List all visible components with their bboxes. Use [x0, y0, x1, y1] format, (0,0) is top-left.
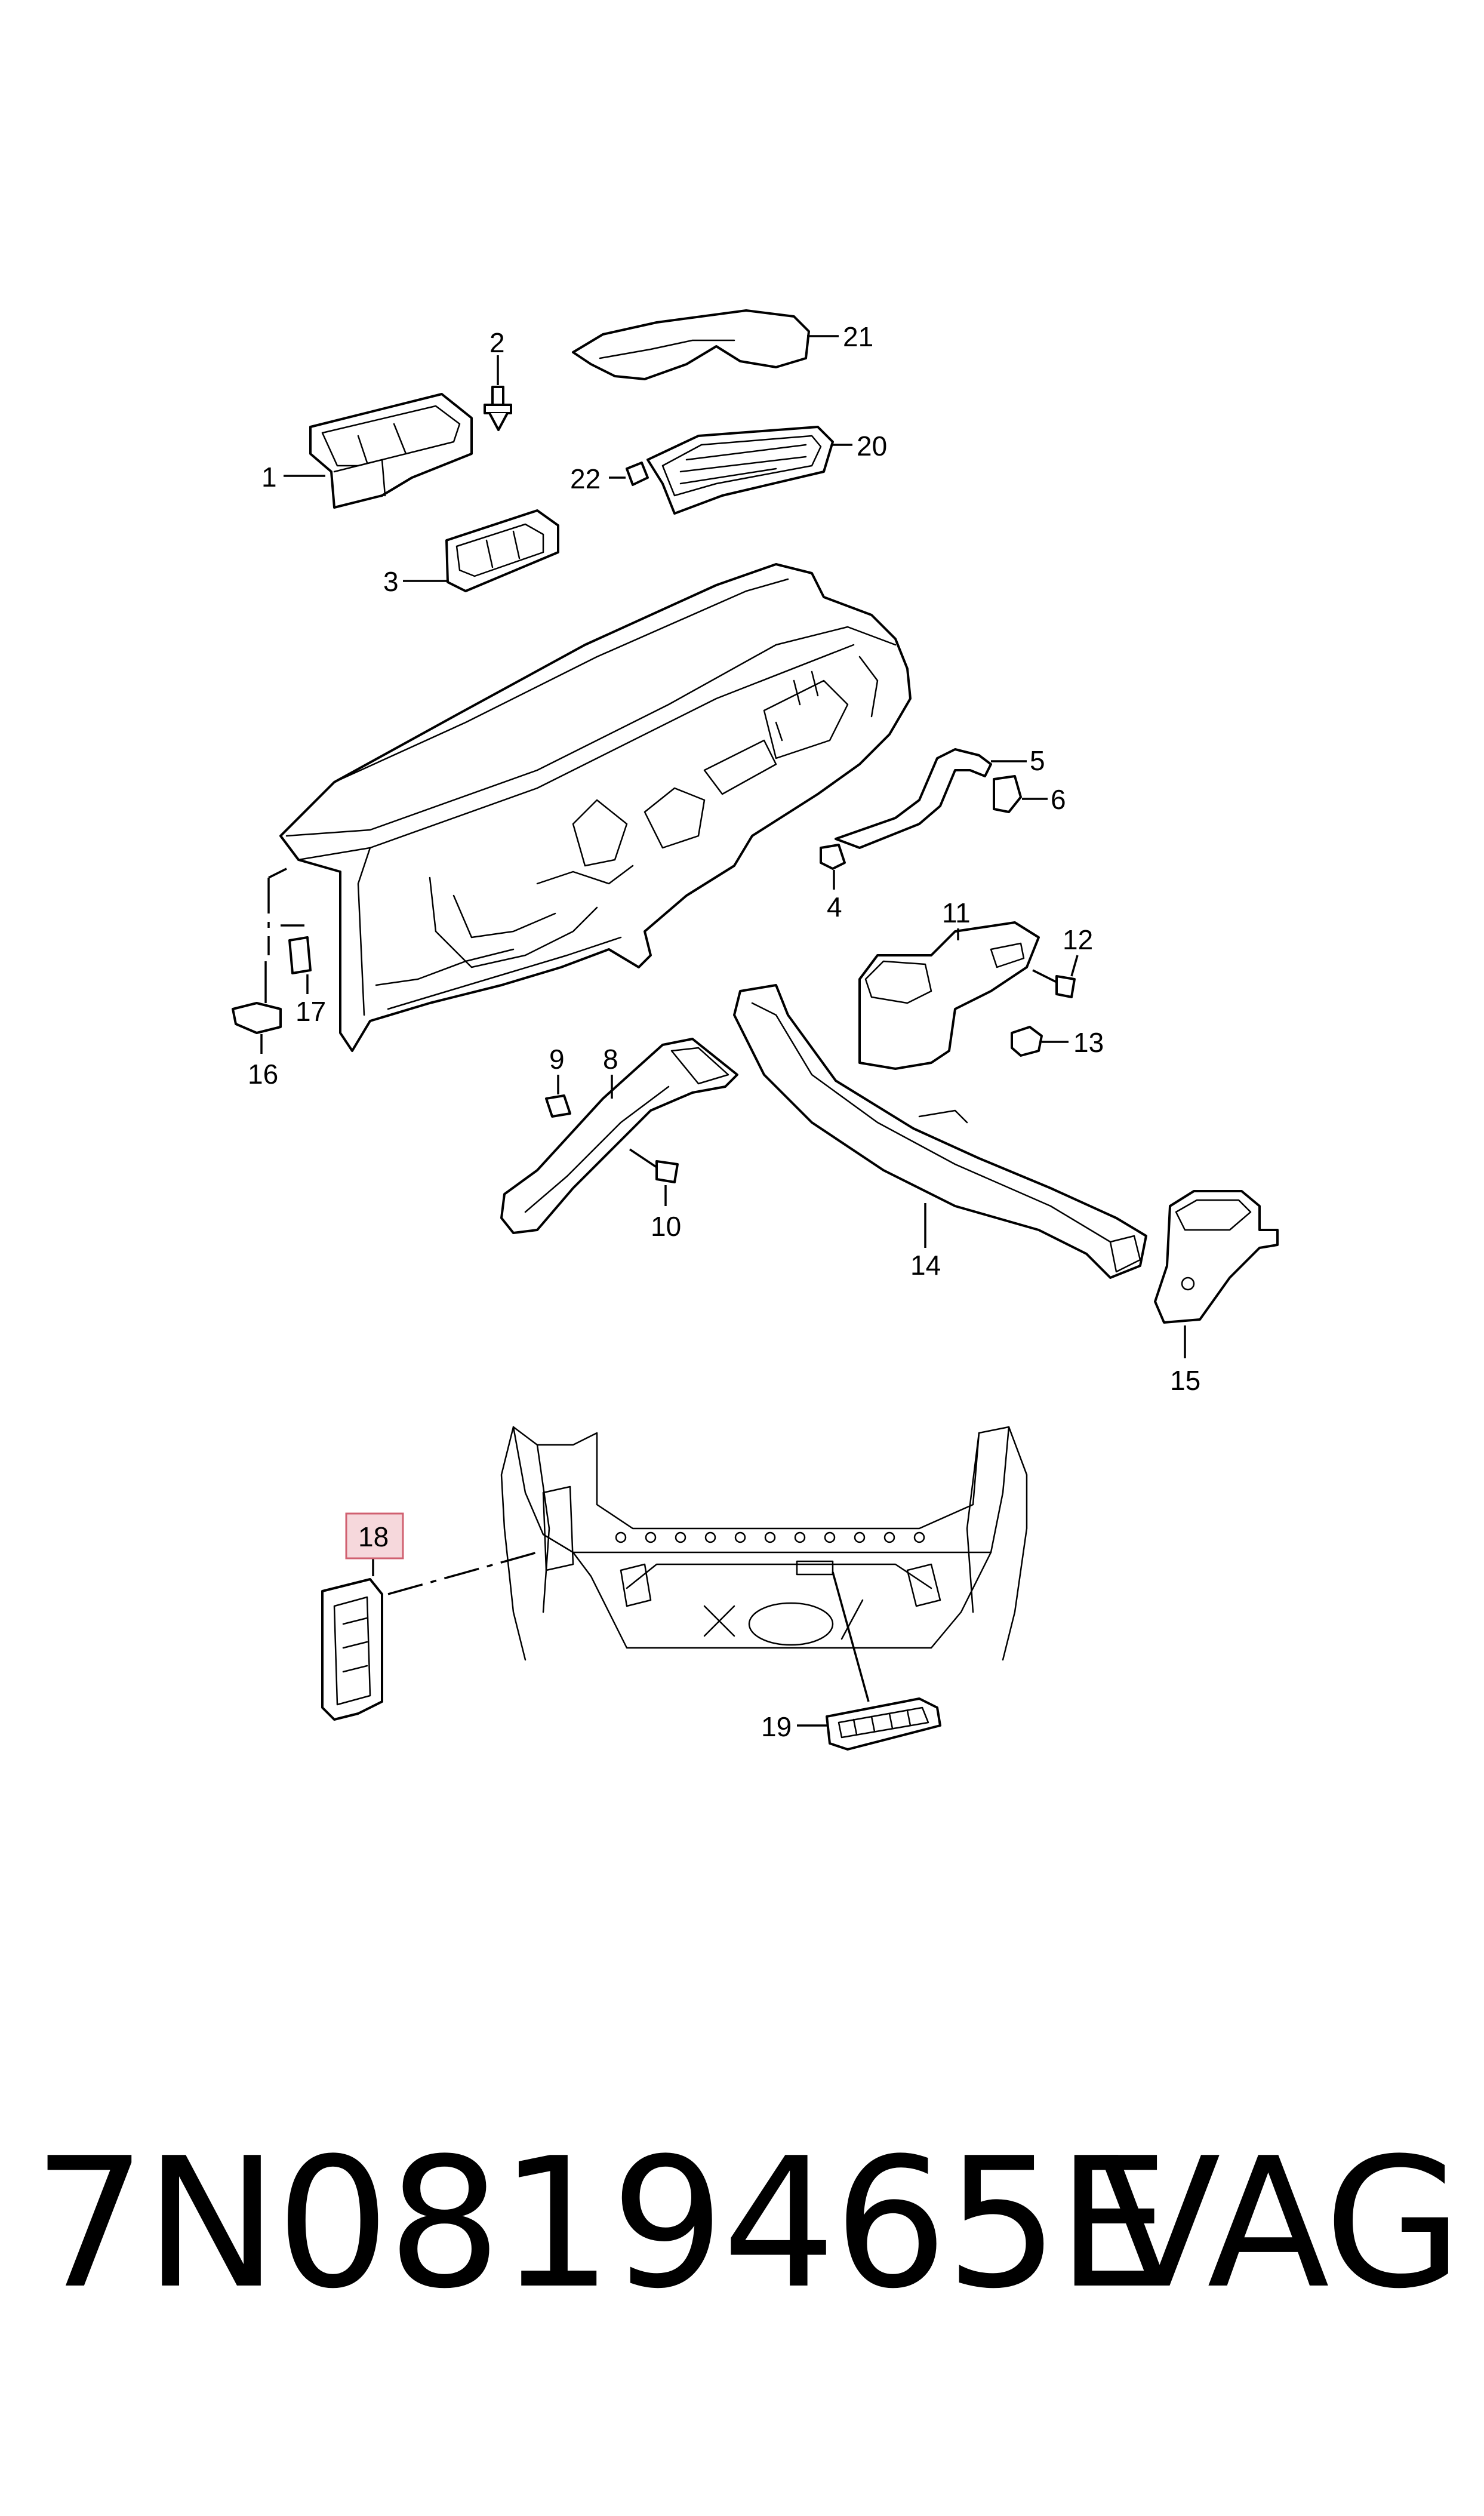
- callout-18: 18: [358, 1521, 389, 1552]
- dashboard-panel: [279, 563, 912, 1052]
- part-2-clip: [484, 386, 512, 431]
- part-4-plug: [820, 844, 846, 870]
- callout-1: 1: [261, 462, 277, 493]
- callout-14: 14: [910, 1250, 941, 1281]
- callout-3: 3: [383, 566, 399, 597]
- callout-15: 15: [1170, 1365, 1200, 1396]
- callout-8: 8: [603, 1044, 618, 1075]
- part-3-bezel: [445, 509, 559, 592]
- brand-label: VAG: [1098, 2120, 1463, 2328]
- part-12-screw: [1032, 969, 1076, 998]
- part-14-long-duct: [733, 984, 1147, 1279]
- part-9-clip: [545, 1094, 571, 1118]
- part-18-side-vent: [321, 1578, 383, 1721]
- part-number: 7N0819465E: [33, 2120, 1170, 2328]
- callout-11: 11: [942, 897, 971, 928]
- part-20-grille: [646, 426, 834, 515]
- callout-18-highlight: [345, 1512, 404, 1560]
- callout-2: 2: [489, 327, 505, 358]
- callout-16: 16: [248, 1059, 278, 1090]
- callout-13: 13: [1073, 1027, 1104, 1058]
- callout-10: 10: [651, 1211, 681, 1242]
- firewall-panel: [500, 1426, 1028, 1661]
- callout-9: 9: [549, 1044, 565, 1075]
- part-11-duct: [858, 921, 1040, 1070]
- callout-19: 19: [761, 1711, 792, 1742]
- part-10-screw: [629, 1148, 679, 1183]
- callout-20: 20: [857, 430, 887, 462]
- callout-5: 5: [1030, 745, 1045, 776]
- callout-17: 17: [295, 996, 326, 1027]
- part-22-clip-nut: [626, 462, 649, 486]
- part-19-grille: [826, 1697, 941, 1751]
- part-8-side-duct: [500, 1038, 738, 1234]
- part-21-cover: [572, 309, 810, 380]
- part-1-vent-housing: [309, 393, 473, 509]
- part-16-bracket: [232, 868, 287, 1034]
- part-15-vent-outlet: [1154, 1190, 1279, 1324]
- part-5-tube: [835, 748, 992, 849]
- callout-6: 6: [1051, 784, 1066, 815]
- part-17-clip: [281, 924, 312, 974]
- callout-21: 21: [843, 321, 873, 352]
- callout-22: 22: [570, 463, 601, 494]
- callout-4: 4: [827, 891, 842, 922]
- part-13-nut: [1011, 1026, 1043, 1057]
- part-6-connector: [993, 775, 1022, 813]
- callout-12: 12: [1063, 924, 1093, 955]
